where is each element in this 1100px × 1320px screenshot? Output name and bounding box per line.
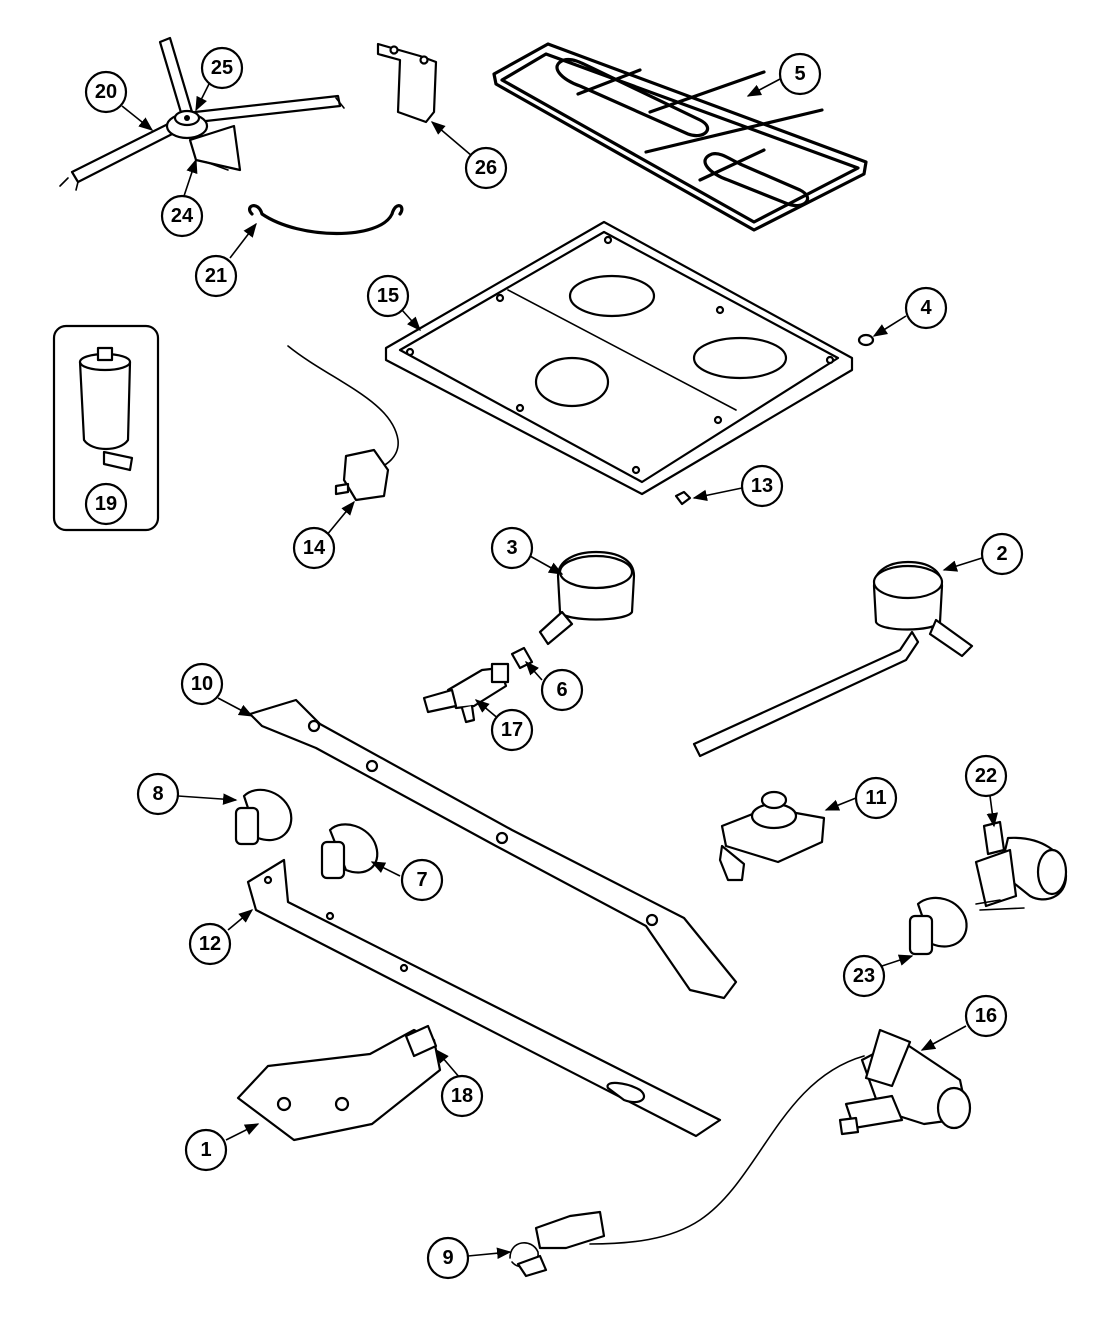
svg-text:21: 21 <box>205 265 227 287</box>
svg-text:20: 20 <box>95 81 117 103</box>
callout-12: 12 <box>188 922 232 966</box>
svg-text:5: 5 <box>794 63 805 85</box>
callout-5: 5 <box>778 52 822 96</box>
callout-26: 26 <box>464 146 508 190</box>
callout-10: 10 <box>180 662 224 706</box>
svg-text:11: 11 <box>865 787 886 809</box>
part-20-spreader-arms <box>59 36 345 191</box>
part-7-knob <box>320 823 379 880</box>
callout-8: 8 <box>136 772 180 816</box>
part-16-valve <box>838 1028 972 1136</box>
callout-15: 15 <box>366 274 410 318</box>
part-4-grommet <box>857 333 875 347</box>
callout-18: 18 <box>440 1074 484 1118</box>
svg-text:9: 9 <box>442 1247 453 1269</box>
part-10-support-bar <box>248 698 738 1000</box>
svg-text:8: 8 <box>152 783 163 805</box>
callout-14: 14 <box>292 526 336 570</box>
svg-text:1: 1 <box>200 1139 211 1161</box>
part-3-burner <box>538 550 636 646</box>
part-23-knob <box>908 896 968 956</box>
part-2-burner <box>692 560 974 758</box>
part-21-wire-spring <box>248 204 404 235</box>
svg-text:24: 24 <box>171 205 194 227</box>
svg-text:23: 23 <box>853 965 875 987</box>
callout-23: 23 <box>842 954 886 998</box>
part-17-valve <box>422 662 510 724</box>
callout-2: 2 <box>980 532 1024 576</box>
part-14-switch <box>287 345 399 502</box>
svg-text:16: 16 <box>975 1005 997 1027</box>
callout-19: 19 <box>84 482 128 526</box>
callout-21: 21 <box>194 254 238 298</box>
callout-4: 4 <box>904 286 948 330</box>
part-26-bracket <box>376 42 438 124</box>
svg-text:17: 17 <box>501 719 523 741</box>
svg-text:22: 22 <box>975 765 997 787</box>
svg-text:15: 15 <box>377 285 399 307</box>
callout-13: 13 <box>740 464 784 508</box>
part-11-regulator <box>718 790 826 882</box>
svg-text:19: 19 <box>95 493 117 515</box>
callout-25: 25 <box>200 46 244 90</box>
part-13-screw <box>674 490 692 506</box>
part-12-front-bracket <box>246 858 722 1138</box>
part-25-hub <box>165 109 209 140</box>
callout-17: 17 <box>490 708 534 752</box>
callout-3: 3 <box>490 526 534 570</box>
svg-text:7: 7 <box>416 869 427 891</box>
svg-text:2: 2 <box>996 543 1007 565</box>
callout-20: 20 <box>84 70 128 114</box>
callout-6: 6 <box>540 668 584 712</box>
svg-text:4: 4 <box>920 297 932 319</box>
svg-text:14: 14 <box>303 537 326 559</box>
part-22-solenoid <box>974 820 1068 911</box>
callout-9: 9 <box>426 1236 470 1280</box>
part-9-thermocouple <box>509 1055 865 1278</box>
svg-text:26: 26 <box>475 157 497 179</box>
svg-text:18: 18 <box>451 1085 473 1107</box>
svg-text:6: 6 <box>556 679 567 701</box>
svg-text:25: 25 <box>211 57 233 79</box>
svg-text:12: 12 <box>199 933 221 955</box>
svg-text:10: 10 <box>191 673 213 695</box>
callout-11: 11 <box>854 776 898 820</box>
part-19-inset-box <box>52 324 160 532</box>
callout-24: 24 <box>160 194 204 238</box>
leader-lines <box>121 77 998 1259</box>
part-5-grate <box>492 42 868 232</box>
svg-text:13: 13 <box>751 475 773 497</box>
part-18-tube-fitting <box>404 1024 438 1058</box>
part-8-knob <box>234 788 293 846</box>
callout-22: 22 <box>964 754 1008 798</box>
callout-7: 7 <box>400 858 444 902</box>
part-15-cooktop <box>384 220 854 496</box>
callout-16: 16 <box>964 994 1008 1038</box>
svg-text:3: 3 <box>506 537 517 559</box>
part-24-bracket <box>188 124 242 172</box>
callout-1: 1 <box>184 1128 228 1172</box>
